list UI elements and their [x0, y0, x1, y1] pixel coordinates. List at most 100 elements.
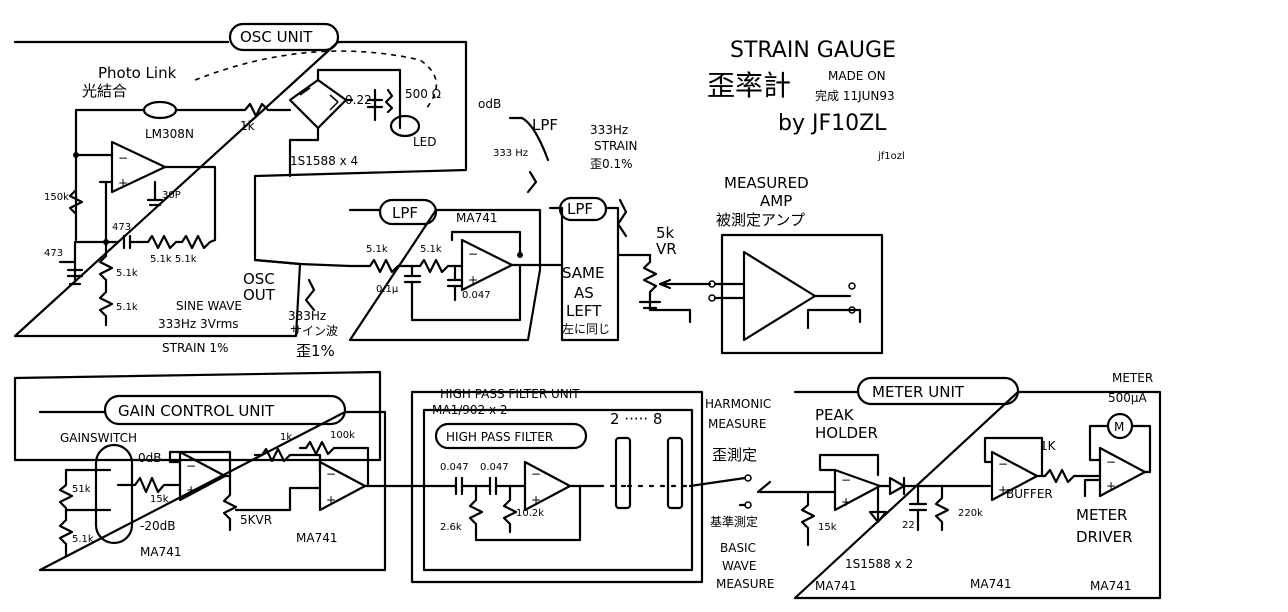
driver-label-1: METER [1076, 506, 1127, 524]
hold-cap: 22 [902, 520, 915, 531]
photo-link-arrow [194, 50, 438, 111]
driver-wiring [1083, 424, 1152, 498]
meter-unit-box [793, 390, 1162, 600]
gain-opamp2-plus: + [326, 493, 336, 507]
completion-date: 完成 11JUN93 [815, 88, 895, 103]
gain-opamp1-minus: − [186, 459, 196, 473]
osc-return-loop [13, 370, 382, 462]
amp-output-terminal-1 [848, 282, 856, 290]
peak-input [798, 490, 837, 547]
driver-opamp [1098, 446, 1147, 498]
lpf-r2: 5.1k [420, 244, 442, 255]
hpf-opamp [523, 460, 572, 512]
response-lpf: LPF [532, 116, 558, 134]
osc-c2-symbol [66, 260, 84, 286]
strain-freq: 333Hz [590, 123, 628, 137]
amp-output-terminal-2 [848, 306, 856, 314]
switch-contact-basic [744, 501, 752, 509]
buffer-label: BUFFER [1006, 487, 1053, 501]
vr-value: 5k [656, 224, 675, 242]
buffer-opamp [990, 450, 1039, 502]
osc-unit-label-oval [228, 22, 340, 52]
hpf-inner-label-oval [434, 422, 588, 450]
lpf-opamp-symbol [460, 238, 514, 292]
gain-opamp2-name: MA741 [296, 531, 337, 545]
made-on-label: MADE ON [828, 69, 886, 83]
osc-pot: 500 Ω [405, 87, 441, 101]
measure-switch: HARMONIC MEASURE 歪測定 基準測定 BASIC WAVE MEA… [688, 397, 802, 591]
gain-r-in: 15k [150, 494, 169, 505]
basic-label-jp: 基準測定 [710, 514, 758, 529]
lpf-input-note-1: 333Hz [288, 309, 326, 323]
lpf2-label: LPF [567, 200, 593, 218]
meter-opamp2-name: MA741 [970, 577, 1011, 591]
hpf-caps [448, 476, 527, 496]
hpf-opamp-minus: − [531, 467, 541, 481]
vr-wiper [648, 278, 712, 324]
osc-unit-label: OSC UNIT [240, 28, 313, 46]
driver-opamp-minus: − [1106, 455, 1116, 469]
photo-link-label: Photo Link [98, 64, 177, 82]
strain-squiggle [616, 198, 628, 238]
gain-pot: 5KVR [240, 513, 272, 527]
osc-comp-cap [98, 180, 164, 207]
photo-link-jp: 光結合 [82, 82, 127, 100]
hpf-unit-box-inner [422, 408, 694, 572]
hpf-opamp-plus: + [531, 493, 541, 507]
peak-opamp-plus: + [841, 495, 851, 509]
lpf-input-squiggle [304, 278, 316, 312]
osc-c1: 473 [112, 222, 131, 233]
measured-amp-box [720, 233, 884, 355]
meter-unit-label-oval [856, 376, 1020, 406]
hpf-stage-range: 2 ····· 8 [610, 410, 662, 428]
hpf-stage-2 [614, 436, 632, 510]
gain-opamp1-feedback [168, 450, 238, 532]
title-block: STRAIN GAUGE 歪率計 MADE ON 完成 11JUN93 by J… [707, 38, 905, 162]
osc-opamp-name: LM308N [145, 127, 194, 141]
osc-strain-spec: STRAIN 1% [162, 341, 228, 355]
basic-label-2: WAVE [722, 559, 756, 573]
lpf-input-chain [253, 258, 464, 274]
peak-holder-label-2: HOLDER [815, 424, 878, 442]
osc-feedback-resistor [68, 188, 84, 216]
osc-r-div1: 5.1k [116, 268, 138, 279]
gain-opamp2-network [234, 440, 370, 512]
gain-pos-m20db: -20dB [140, 519, 175, 533]
osc-r-wien: 5.1k 5.1k [150, 254, 197, 265]
harmonic-label-1: HARMONIC [705, 397, 771, 411]
gain-switch-wiring [64, 468, 182, 512]
lpf-label-oval [378, 198, 438, 226]
gain-pos-0db: 0dB [138, 451, 161, 465]
gain-opamp2-minus: − [326, 467, 336, 481]
osc-c2: 473 [44, 248, 63, 259]
lpf2-same: SAME [562, 264, 604, 282]
gain-unit-label: GAIN CONTROL UNIT [118, 402, 275, 420]
gain-switch-body [94, 443, 134, 545]
led-symbol [389, 114, 421, 138]
gain-unit-label-oval [103, 394, 347, 426]
peak-opamp [833, 468, 882, 512]
hpf-unit-label: HIGH PASS FILTER UNIT [440, 387, 580, 401]
meter-label-1: METER [1112, 371, 1153, 385]
measured-amp-wires [713, 282, 862, 330]
buffer-wiring [983, 436, 1102, 484]
osc-unit: OSC UNIT Photo Link 光結合 1k 1S1588 x 4 0.… [13, 22, 468, 355]
amp-label-3: 被測定アンプ [716, 211, 805, 229]
lpf-opamp-minus: − [468, 247, 478, 261]
sine-wave-label: SINE WAVE [176, 299, 242, 313]
vr-and-amp: 5k VR MEASURED AMP 被測定アンプ [638, 174, 884, 355]
switch-contact-harmonic [744, 474, 752, 482]
lpf-c1: 0.1μ [376, 284, 399, 295]
osc-pot-symbol [384, 88, 394, 114]
driver-label-2: DRIVER [1076, 528, 1133, 546]
peak-holder-label-1: PEAK [815, 406, 855, 424]
osc-node-1 [73, 152, 79, 158]
title-line2: 歪率計 [707, 69, 791, 102]
buffer-opamp-minus: − [998, 457, 1008, 471]
gain-unit-box [38, 410, 387, 572]
peak-diodes [818, 453, 992, 524]
lpf-out-node [517, 252, 523, 258]
bridge-part: 1S1588 x 4 [290, 154, 358, 168]
gain-opamp1-name: MA741 [140, 545, 181, 559]
lpf-opamp-plus: + [468, 273, 478, 287]
